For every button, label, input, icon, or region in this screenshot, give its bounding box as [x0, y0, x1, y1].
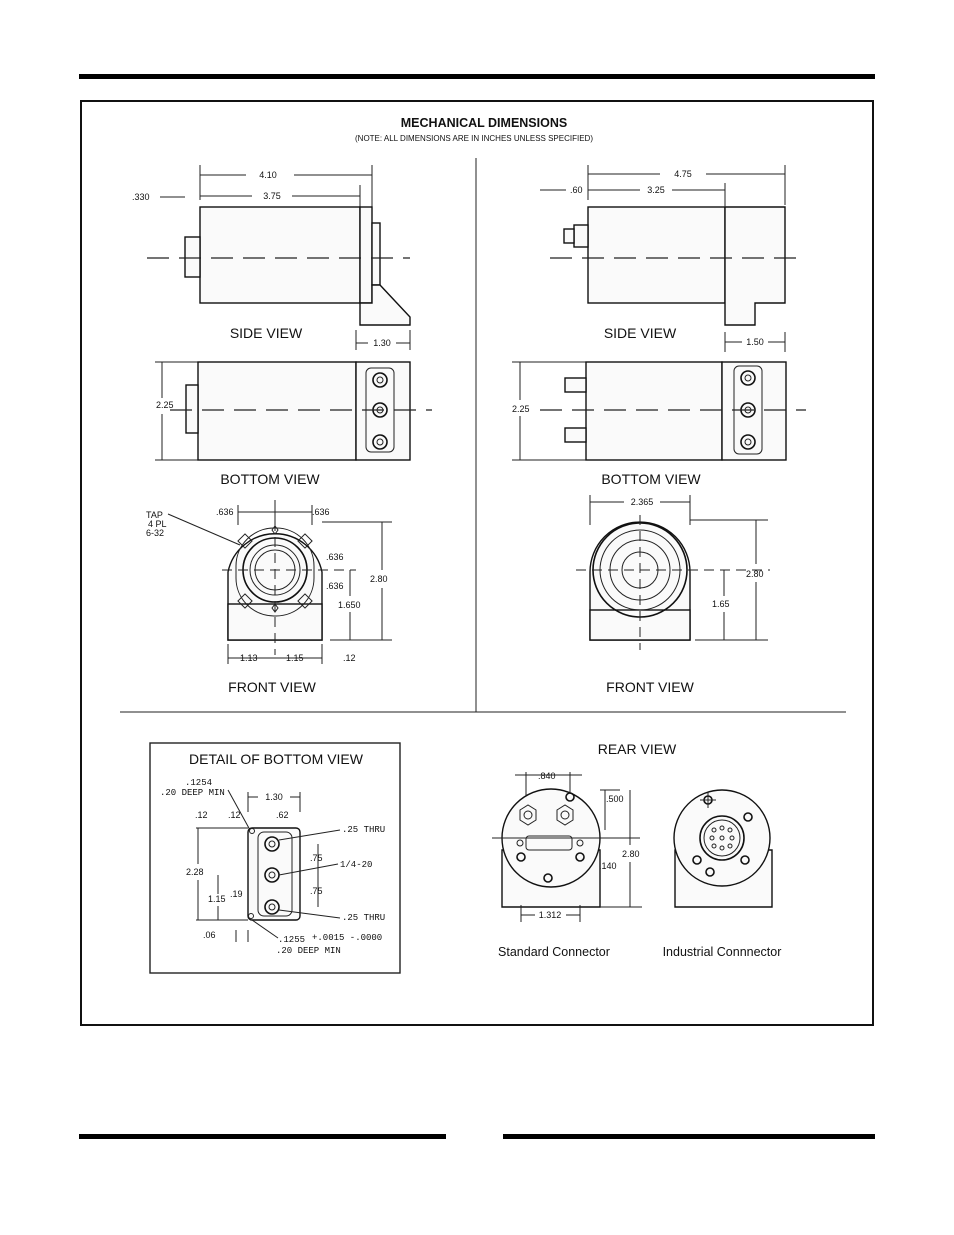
right-front-width-dim: 2.365: [631, 497, 654, 507]
detail-bottom-view: DETAIL OF BOTTOM VIEW .1254 .20 DEEP MIN…: [149, 742, 401, 974]
left-front-view-label: FRONT VIEW: [228, 679, 316, 695]
right-front-view-label: FRONT VIEW: [606, 679, 694, 695]
right-side-view: 4.75 3.25 .60 SIDE VIEW 1.50: [540, 165, 806, 352]
left-bottom-view: 2.25 BOTTOM VIEW: [155, 361, 432, 487]
rear-height-dim: 2.80: [622, 849, 640, 859]
left-bottom-height-dim: 2.25: [156, 400, 174, 410]
rear-width-dim: 1.312: [539, 910, 562, 920]
right-front-view: 2.365 2.80 1.65 FRONT VIEW: [576, 495, 770, 695]
right-bottom-height-dim: 2.25: [512, 404, 530, 414]
right-side-view-label: SIDE VIEW: [604, 325, 677, 341]
detail-edge1-dim: .12: [195, 810, 208, 820]
front-height-dim: 2.80: [370, 574, 388, 584]
front-offset-right-dim: .636: [312, 507, 330, 517]
detail-thru-top: .25 THRU: [342, 825, 385, 835]
left-side-overall-dim: 4.10: [259, 170, 277, 180]
standard-connector-label: Standard Connector: [498, 945, 610, 959]
rear-offset-dim: .140: [599, 861, 617, 871]
industrial-connector-drawing: [673, 789, 773, 908]
right-side-foot-dim: 1.50: [746, 337, 764, 347]
right-side-shaft-dim: .60: [570, 185, 583, 195]
detail-hole-bottom-tol: +.0015 -.0000: [312, 933, 382, 943]
right-bottom-view-label: BOTTOM VIEW: [601, 471, 701, 487]
right-bottom-view: 2.25 BOTTOM VIEW: [512, 361, 806, 487]
right-front-center-dim: 1.65: [712, 599, 730, 609]
rear-view: REAR VIEW .840 .500 2.80 .140: [492, 741, 781, 959]
rear-title: REAR VIEW: [598, 741, 677, 757]
standard-connector-drawing: [501, 788, 601, 908]
bottom-rule-right: [503, 1134, 875, 1139]
right-front-height-dim: 2.80: [746, 569, 764, 579]
left-side-view: 4.10 3.75 .330 SIDE VIEW 1.30: [132, 165, 411, 350]
front-v2-dim: .636: [326, 581, 344, 591]
left-side-body-dim: 3.75: [263, 191, 281, 201]
detail-pitch1-dim: .75: [310, 853, 323, 863]
rear-spacing-dim: .840: [538, 771, 556, 781]
detail-hole-bottom-line1: .1255: [278, 935, 305, 945]
detail-title: DETAIL OF BOTTOM VIEW: [189, 751, 364, 767]
detail-edge2-dim: .12: [228, 810, 241, 820]
front-v1-dim: .636: [326, 552, 344, 562]
detail-hole-bottom-line2: .20 DEEP MIN: [276, 946, 341, 956]
left-side-foot-dim: 1.30: [373, 338, 391, 348]
drawing-frame: [80, 100, 874, 1026]
top-rule: [79, 74, 875, 79]
front-center-dim: 1.650: [338, 600, 361, 610]
left-front-view: TAP 4 PL 6-32 .636 .636 .636 .636 2.80 1…: [146, 500, 392, 695]
bottom-rule-left: [79, 1134, 446, 1139]
detail-hole-top-line1: .1254: [185, 778, 212, 788]
left-bottom-view-label: BOTTOM VIEW: [220, 471, 320, 487]
detail-thru-bottom: .25 THRU: [342, 913, 385, 923]
detail-pitch2-dim: .75: [310, 886, 323, 896]
tap-line-1: TAP: [146, 510, 163, 520]
front-base-mid-dim: 1.15: [286, 653, 304, 663]
industrial-connector-label: Industrial Connnector: [663, 945, 782, 959]
left-side-view-label: SIDE VIEW: [230, 325, 303, 341]
detail-hole-top-line2: .20 DEEP MIN: [160, 788, 225, 798]
right-side-body-dim: 3.25: [647, 185, 665, 195]
front-offset-left-dim: .636: [216, 507, 234, 517]
front-base-left-dim: 1.13: [240, 653, 258, 663]
drawing-note: (NOTE: ALL DIMENSIONS ARE IN INCHES UNLE…: [355, 134, 593, 143]
tap-line-3: 6-32: [146, 528, 164, 538]
detail-thread: 1/4-20: [340, 860, 372, 870]
detail-height-dim: 2.28: [186, 867, 204, 877]
detail-offset-dim: .62: [276, 810, 289, 820]
drawing-title: MECHANICAL DIMENSIONS: [401, 116, 567, 130]
front-edge-dim: .12: [343, 653, 356, 663]
tap-line-2: 4 PL: [148, 519, 167, 529]
detail-lower-dim: 1.15: [208, 894, 226, 904]
rear-top-dim: .500: [606, 794, 624, 804]
detail-width-dim: 1.30: [265, 792, 283, 802]
detail-small-dim: .19: [230, 889, 243, 899]
right-side-overall-dim: 4.75: [674, 169, 692, 179]
detail-margin-dim: .06: [203, 930, 216, 940]
left-side-shaft-dim: .330: [132, 192, 150, 202]
